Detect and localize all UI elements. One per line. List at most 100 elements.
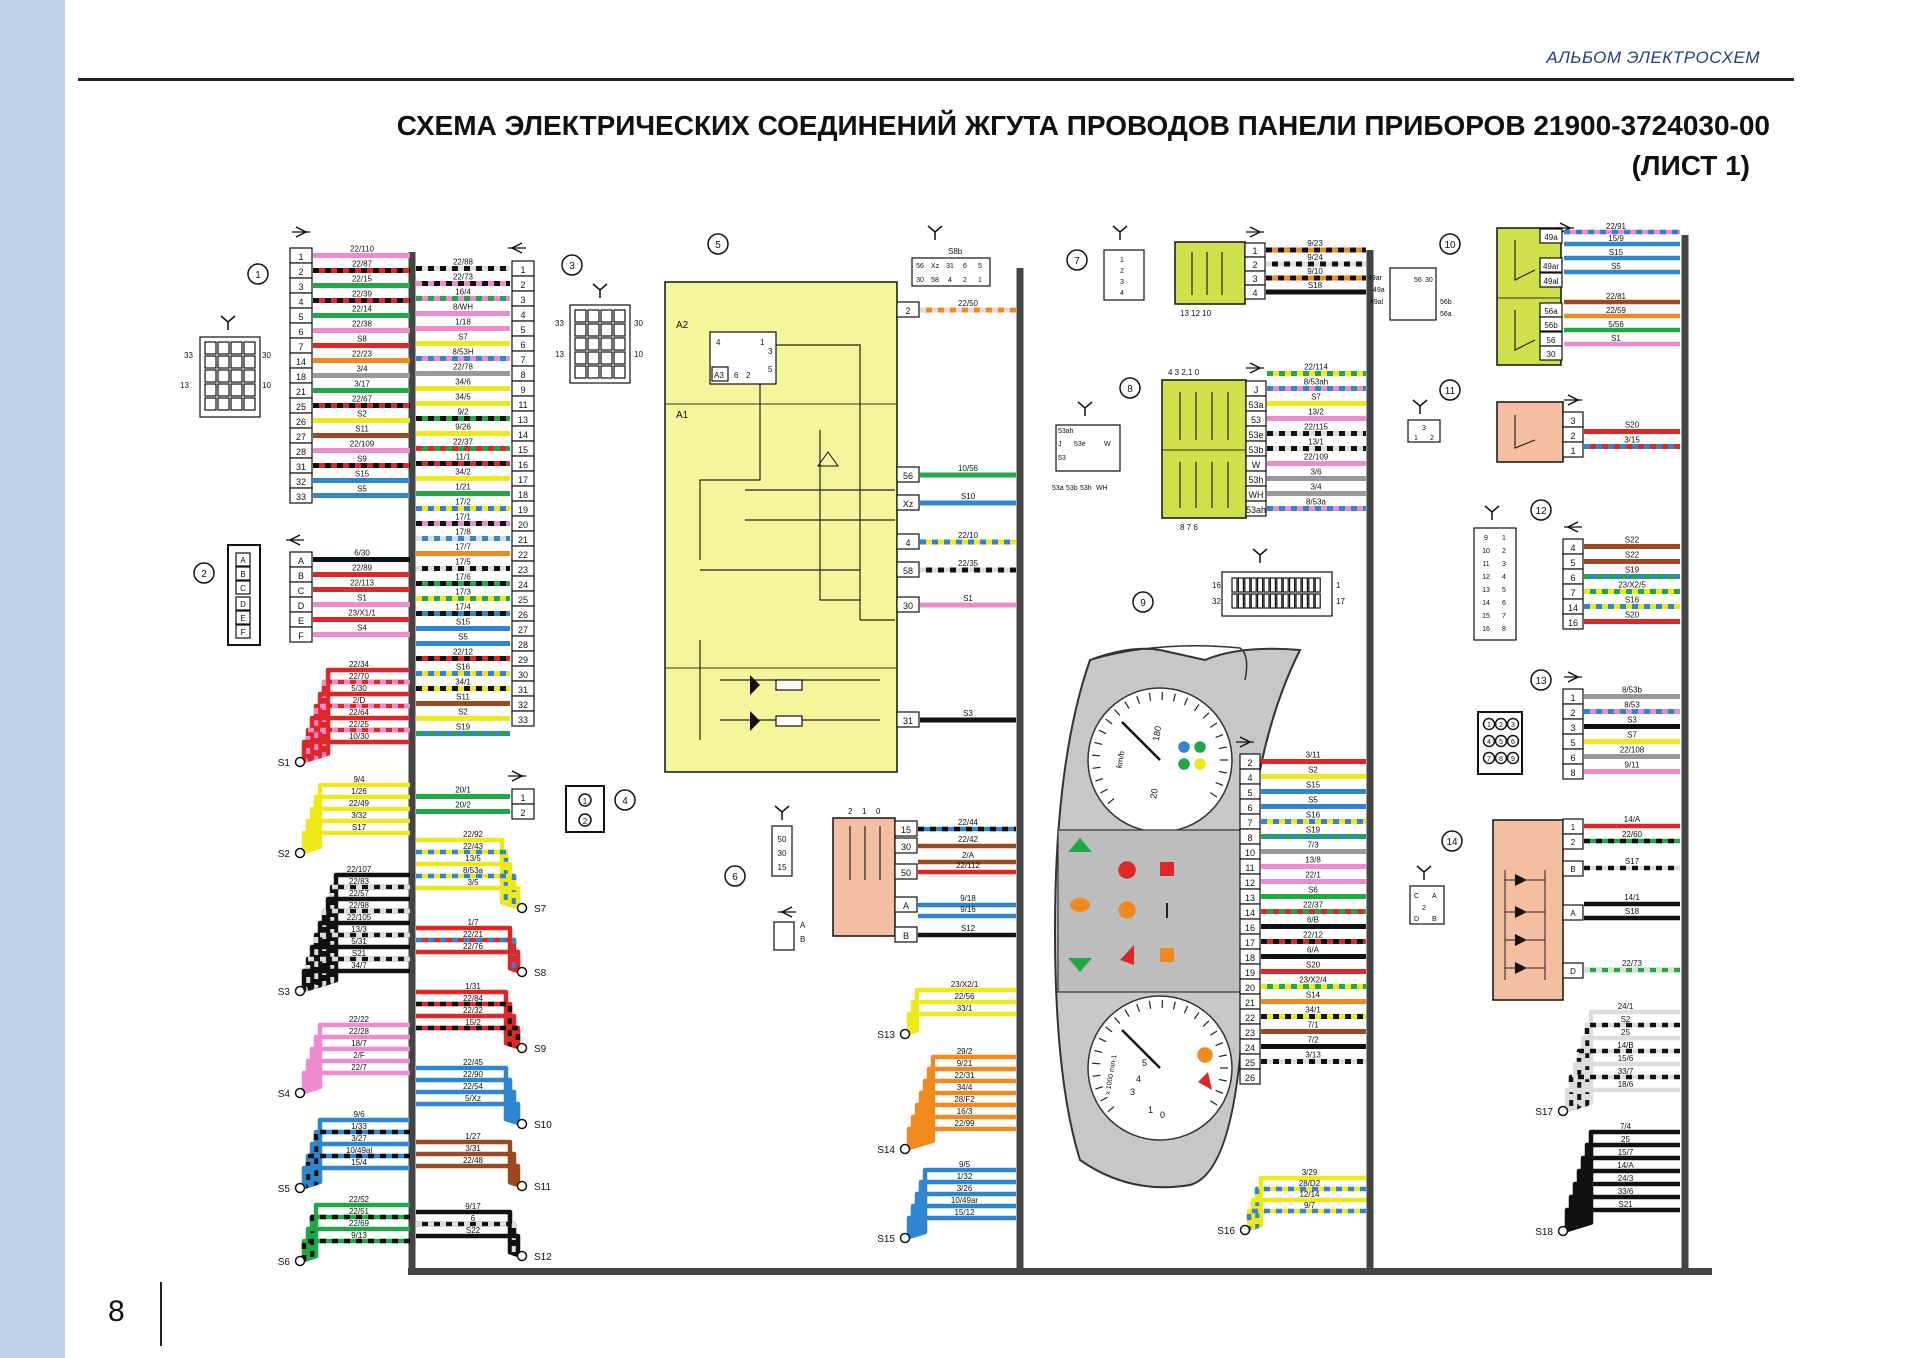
bus-S5-wire-label: 3/27 [351, 1134, 367, 1143]
tachometer-tick [1209, 1030, 1218, 1036]
tachometer-tick [1148, 1000, 1152, 1009]
c14-pin [1562, 904, 1584, 921]
speedometer-tick [1092, 766, 1101, 769]
c3-connector-cell [600, 337, 613, 351]
c1-wire-label: 22/39 [352, 290, 373, 299]
c7-connector-pin: 4 [1120, 290, 1124, 297]
plug-symbol [220, 315, 236, 323]
plug-symbol [1112, 225, 1128, 233]
plug-symbol [1412, 399, 1428, 407]
bus-S7-wire-label: 13/5 [465, 854, 481, 863]
c5-top-connector-pin: 31 [946, 263, 954, 270]
c1-connector-cell [243, 355, 256, 369]
c1-wire-label: 3/17 [354, 380, 370, 389]
bus-S6-wire-label: 9/13 [351, 1231, 367, 1240]
bus-S9-wire-label: 22/32 [463, 1006, 484, 1015]
c5-diode [750, 675, 760, 695]
left-sidebar-band [0, 0, 65, 1358]
c1-pin-number: 26 [296, 417, 306, 427]
c10-pin-number: 30 [1547, 350, 1556, 359]
c10-pin [1539, 345, 1563, 361]
c1-connector-cell [243, 383, 256, 397]
c9-wire-label: 6/B [1307, 916, 1319, 925]
bus-S5-wire-label: 9/6 [353, 1110, 365, 1119]
plug-symbol [774, 805, 790, 813]
c5-wire-label: 22/35 [958, 559, 979, 568]
c5-internal-trace [819, 430, 860, 601]
c12-connector-pin: 8 [1502, 626, 1506, 633]
callout-circle [247, 263, 269, 285]
c6-wire-label: 22/44 [958, 818, 979, 827]
c5-pin [896, 561, 920, 578]
bus-S1-wire-label: 22/25 [349, 720, 370, 729]
c13-connector-pin-label: 1 [1487, 722, 1491, 729]
c5-block-label: 5 [768, 365, 773, 374]
c9-wire-label: 6/A [1307, 946, 1320, 955]
c1-wire-label: 22/14 [352, 305, 373, 314]
c5-wire-label: S3 [963, 709, 973, 718]
bus-S16-wire-label: 28/D2 [1299, 1179, 1321, 1188]
c13-connector-pin [1506, 751, 1520, 765]
c12-connector-pin: 3 [1502, 561, 1506, 568]
bus-S3-wire-label: 22/98 [349, 901, 370, 910]
c12-wire-label: 23/X2/5 [1618, 581, 1646, 590]
c3-wire-label: S5 [458, 633, 468, 642]
c9-wire-label: S15 [1306, 781, 1321, 790]
callout-circle [1530, 669, 1552, 691]
splice-node [1557, 1105, 1569, 1117]
c5-pin-number: 2 [905, 306, 910, 316]
tachometer-label: 5 [1142, 1058, 1147, 1068]
c8-connector-label: J [1058, 441, 1062, 448]
c7-switch-bottom-label: 13 12 10 [1180, 309, 1212, 318]
c5-wire-label: 22/10 [958, 531, 979, 540]
c1-connector-cell [243, 369, 256, 383]
c6-pin [894, 863, 918, 880]
c9-connector-cell [1308, 593, 1315, 609]
c3-pin-number: 25 [518, 595, 528, 605]
bus-S4-wire-label: 22/22 [349, 1015, 370, 1024]
c3-connector-cell [587, 323, 600, 337]
c3-connector-cell [600, 309, 613, 323]
c3-pin-number: 8 [520, 370, 525, 380]
c9-connector-cell [1244, 577, 1251, 593]
c2-pin [289, 626, 313, 643]
c1-wire-label: 22/109 [350, 440, 375, 449]
c9-wire-label: 3/13 [1305, 1051, 1321, 1060]
c9-pin-number: 6 [1247, 803, 1252, 813]
c3-pin-number: 7 [520, 355, 525, 365]
callout-circle [193, 562, 215, 584]
c12-connector-pin: 2 [1502, 548, 1506, 555]
callout-circle [614, 789, 636, 811]
bus-S5-wire-label: 10/49al [346, 1146, 372, 1155]
splice-node [516, 1118, 528, 1130]
c4-wire-label: 20/2 [455, 801, 471, 810]
c6-pin [894, 926, 918, 943]
c8-wire-label: 13/2 [1308, 408, 1324, 417]
c9-pin-number: 19 [1245, 968, 1255, 978]
c5-internal-trace [776, 344, 861, 620]
c9-pin-number: 26 [1245, 1073, 1255, 1083]
c10-connector-label: 30 [1425, 277, 1433, 284]
plug-symbol [1484, 505, 1500, 513]
c1-connector-cell [230, 341, 243, 355]
c10-connector-label: 49al [1370, 299, 1384, 306]
c3-connector-cell [613, 351, 626, 365]
c9-connector-label: 32 [1212, 597, 1221, 606]
c13-pin-number: 5 [1570, 738, 1575, 748]
c3-pin-number: 14 [518, 430, 528, 440]
callout-circle [561, 254, 583, 276]
c5-diode [750, 711, 760, 731]
c3-wire-label: 17/7 [455, 543, 471, 552]
splice-node [1557, 1225, 1569, 1237]
bus-S14-wire-label: 28/F2 [954, 1095, 975, 1104]
c9-wire-label: S19 [1306, 826, 1321, 835]
c8-pin-number: 53b [1248, 445, 1263, 455]
tachometer-tick [1094, 1049, 1103, 1054]
c9-pin-number: 20 [1245, 983, 1255, 993]
speedometer-label: 180 [1151, 725, 1163, 742]
c8-wire-label: 22/115 [1304, 423, 1328, 432]
c6-wire-label: S12 [961, 924, 976, 933]
c11-connector [1407, 419, 1441, 443]
bus-S17-wire-label: 25 [1621, 1028, 1630, 1037]
c3-connector-cell [587, 309, 600, 323]
